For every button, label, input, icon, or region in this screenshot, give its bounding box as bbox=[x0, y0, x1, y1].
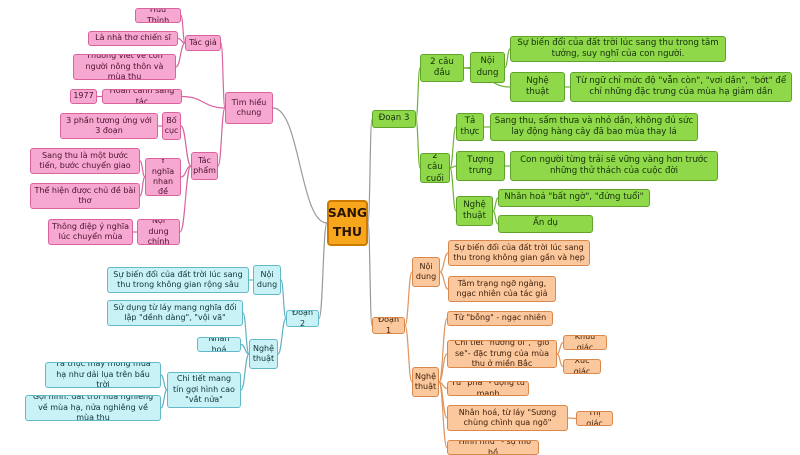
connector-thc-tacgia bbox=[220, 42, 226, 109]
node-the-hien[interactable]: Thể hiện được chủ đề bài thơ bbox=[30, 183, 140, 209]
node-an-du[interactable]: Ẩn dụ bbox=[498, 215, 593, 233]
node-nhan-hoa-tu-lay[interactable]: Nhân hoá, từ láy "Sương chùng chình qua … bbox=[447, 405, 568, 431]
node-doan-3[interactable]: Đoạn 3 bbox=[372, 110, 416, 128]
connector-d3nt2-andu bbox=[492, 210, 499, 225]
connector-2caucuoi-tathuc bbox=[449, 126, 457, 169]
node-doan1-nghe-thuat[interactable]: Nghệ thuật bbox=[412, 367, 439, 397]
connector-d3nd-tamtuong bbox=[504, 48, 511, 69]
connector-chitiet-may bbox=[160, 374, 168, 391]
connector-tacpham-bocuc bbox=[180, 125, 192, 167]
connector-d1nt-huongoi bbox=[438, 353, 448, 383]
node-doan3-noi-dung[interactable]: Nội dung bbox=[470, 52, 505, 83]
root-node[interactable]: SANG THU bbox=[327, 200, 368, 246]
node-chi-tiet-mang-tin[interactable]: Chi tiết mang tín gợi hình cao "vắt nửa" bbox=[167, 372, 241, 408]
node-chien-si[interactable]: Là nhà thơ chiến sĩ bbox=[88, 31, 178, 46]
node-doan3-nghe-thuat-1[interactable]: Nghệ thuật bbox=[510, 72, 565, 102]
connector-ynghia-buoctien bbox=[139, 160, 146, 178]
connector-ynghia-thehien bbox=[139, 176, 146, 197]
connector-doan1-d1nt bbox=[404, 324, 413, 383]
node-tam-trang[interactable]: Tâm trạng ngỡ ngàng, ngạc nhiên của tác … bbox=[448, 276, 556, 302]
node-xuc-giac[interactable]: Xúc giác bbox=[563, 359, 601, 374]
node-tuong-trung[interactable]: Tượng trưng bbox=[456, 151, 505, 181]
connector-d2nt-chitiet bbox=[240, 353, 250, 391]
connector-doan2-d2nd bbox=[280, 279, 287, 320]
node-2-cau-dau[interactable]: 2 câu đầu bbox=[420, 54, 464, 82]
connector-doan1-d1nd bbox=[404, 271, 413, 327]
connector-2caucuoi-tuongtrung bbox=[449, 165, 457, 169]
connector-d1nt-hinhnhu bbox=[438, 381, 448, 449]
node-noi-dung-chinh[interactable]: Nội dung chính bbox=[137, 219, 180, 245]
connector-doan3-2caucuoi bbox=[415, 118, 421, 169]
node-huu-thinh[interactable]: Hữu Thỉnh bbox=[135, 8, 181, 23]
connector-d1nd-gan bbox=[439, 252, 449, 273]
connector-root-doan2 bbox=[318, 222, 328, 320]
node-tim-hieu-chung[interactable]: Tìm hiểu chung bbox=[225, 92, 273, 124]
node-con-nguoi-trai[interactable]: Con người từng trải sẽ vững vàng hơn trư… bbox=[510, 151, 718, 181]
node-doan2-nhan-hoa[interactable]: Nhân hoá bbox=[197, 337, 241, 352]
node-tu-ngu-muc-do[interactable]: Từ ngữ chỉ mức độ "vẫn còn", "vơi dần", … bbox=[570, 72, 792, 102]
connector-d1nt-bong bbox=[438, 317, 448, 383]
node-doan-2[interactable]: Đoạn 2 bbox=[286, 310, 319, 327]
node-tam-tuong[interactable]: Sự biến đổi của đất trời lúc sang thu tr… bbox=[510, 36, 726, 62]
node-hoan-canh[interactable]: Hoàn cảnh sáng tác bbox=[102, 89, 182, 104]
node-tac-gia[interactable]: Tác giả bbox=[185, 35, 221, 51]
node-ta-thuc-may[interactable]: Tả thực mây mồng mùa hạ như dải lụa trên… bbox=[45, 362, 161, 388]
connector-huongoi-xuc bbox=[556, 353, 564, 368]
node-nhan-hoa-bat-ngo[interactable]: Nhân hoá "bất ngờ", "đứng tuổi" bbox=[498, 189, 650, 207]
node-doan1-noi-dung[interactable]: Nội dung bbox=[412, 257, 440, 287]
node-khong-gian-rong[interactable]: Sự biến đổi của đất trời lúc sang thu tr… bbox=[107, 267, 249, 293]
connector-root-doan1 bbox=[367, 222, 373, 327]
node-doan2-nghe-thuat[interactable]: Nghệ thuật bbox=[249, 339, 278, 369]
node-ba-phan[interactable]: 3 phần tương ứng với 3 đoạn bbox=[60, 113, 158, 139]
node-thuong-viet[interactable]: Thường viết về con người nông thôn và mù… bbox=[73, 54, 176, 80]
connector-tacpham-noidungchinh bbox=[179, 165, 192, 233]
connector-d2nt-tulay bbox=[242, 312, 250, 355]
node-tu-pha[interactable]: Từ "phả" - động từ mạnh bbox=[447, 381, 529, 396]
node-sang-thu-sam[interactable]: Sang thu, sấm thưa và nhỏ dần, không đủ … bbox=[490, 113, 698, 141]
node-tu-lay-doi-lap[interactable]: Sử dụng từ láy mang nghĩa đối lập "dềnh … bbox=[107, 300, 243, 326]
node-nam-1977[interactable]: 1977 bbox=[70, 89, 97, 104]
node-doan3-nghe-thuat-2[interactable]: Nghệ thuật bbox=[456, 196, 493, 226]
connector-d1nd-tamtrang bbox=[439, 271, 449, 290]
node-thong-diep[interactable]: Thông điệp ý nghĩa lúc chuyển mùa bbox=[48, 219, 133, 245]
node-2-cau-cuoi[interactable]: 2 câu cuối bbox=[420, 153, 450, 183]
node-tac-pham[interactable]: Tác phẩm bbox=[191, 152, 218, 180]
node-khuu-giac[interactable]: Khứu giác bbox=[563, 335, 607, 350]
connector-doan2-d2nt bbox=[277, 317, 287, 355]
node-khong-gian-gan[interactable]: Sự biến đổi của đất trời lúc sang thu tr… bbox=[448, 240, 590, 266]
connector-tacgia-huuthinh bbox=[180, 14, 186, 44]
node-bo-cuc[interactable]: Bố cục bbox=[162, 112, 181, 140]
connector-suong-thigiac bbox=[567, 417, 577, 420]
node-goi-hinh[interactable]: Gợi hình: đất trời nửa nghiêng về mùa hạ… bbox=[25, 395, 161, 421]
node-doan2-noi-dung[interactable]: Nội dung bbox=[253, 265, 281, 295]
node-chi-tiet-huong-oi[interactable]: Chi tiết "hương ổi", "gió se"- đặc trưng… bbox=[447, 340, 557, 368]
connector-doan3-2caudau bbox=[415, 67, 421, 120]
connector-chitiet-goihinh bbox=[160, 389, 168, 409]
connector-thc-hoancanh bbox=[181, 95, 226, 109]
connector-d2nt-d2nhanhoa bbox=[240, 343, 250, 355]
node-y-nghia-nhan-de[interactable]: Ý nghĩa nhan đề bbox=[145, 158, 181, 196]
connector-thc-tacpham bbox=[217, 107, 226, 167]
node-ta-thuc[interactable]: Tả thực bbox=[456, 113, 484, 141]
connector-2caucuoi-d3nt2 bbox=[449, 167, 457, 212]
connector-root-doan3 bbox=[367, 118, 373, 224]
node-thi-giac[interactable]: Thị giác bbox=[576, 411, 613, 426]
connector-root-thc bbox=[272, 107, 328, 224]
node-buoc-tien[interactable]: Sang thu là một bước tiến, bước chuyển g… bbox=[30, 148, 140, 174]
node-doan-1[interactable]: Đoạn 1 bbox=[372, 317, 405, 334]
node-tu-bong[interactable]: Từ "bỗng" - ngạc nhiên bbox=[447, 311, 553, 326]
connector-tacgia-thuongviet bbox=[175, 42, 186, 68]
